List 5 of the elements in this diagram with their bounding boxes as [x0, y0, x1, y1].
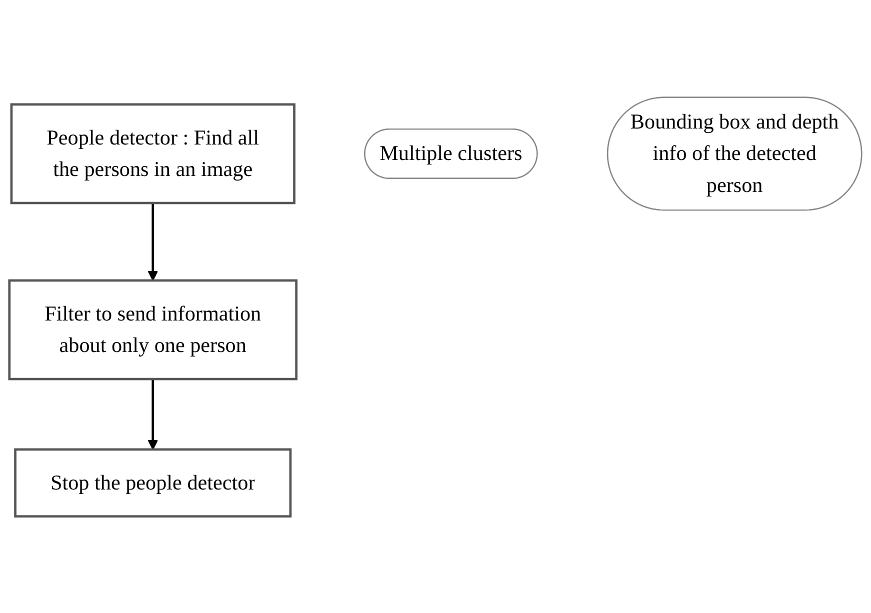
arrow	[148, 202, 158, 281]
node-box: Stop the people detector	[14, 448, 292, 518]
node-box: People detector : Find all the persons in an image	[10, 102, 296, 204]
arrow	[148, 378, 158, 450]
node-box: Filter to send information about only one person	[8, 278, 298, 380]
